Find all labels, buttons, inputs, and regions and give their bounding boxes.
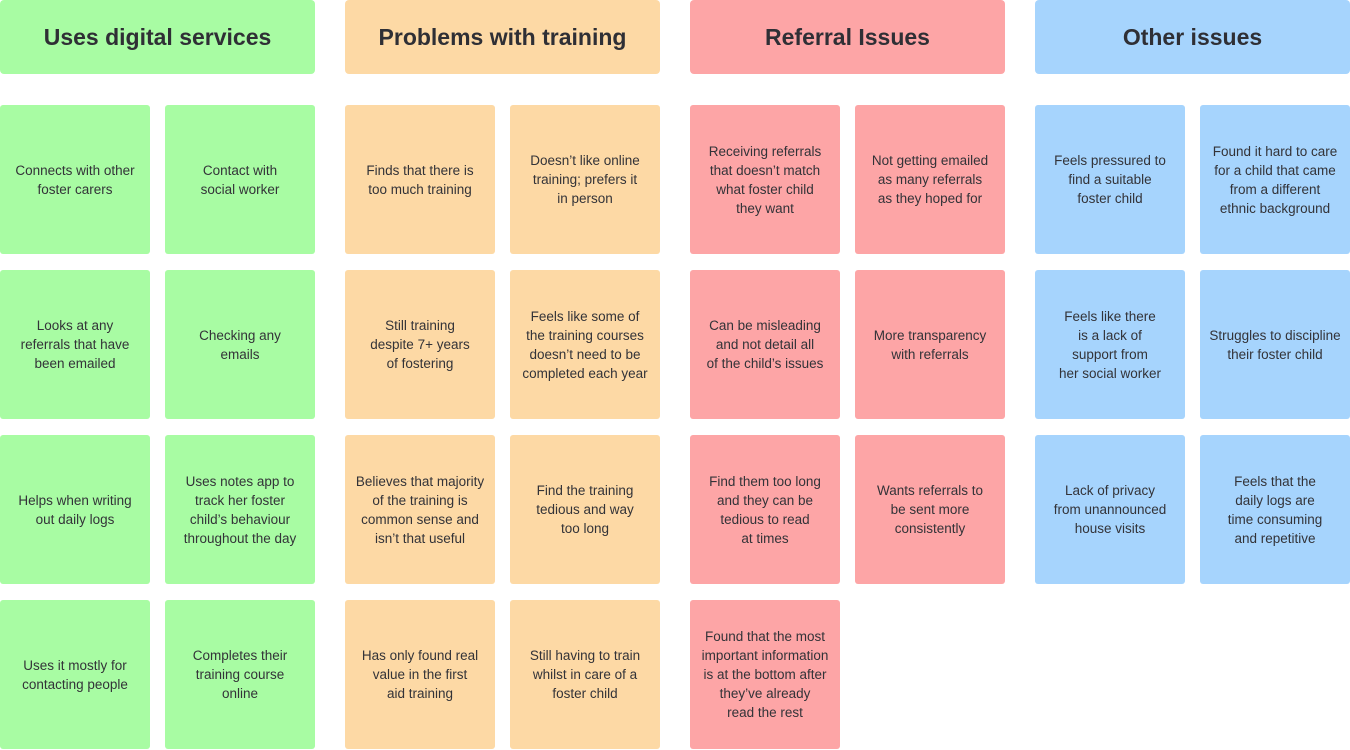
sticky-note[interactable]: Find them too long and they can be tedio… bbox=[690, 435, 840, 584]
sticky-note[interactable]: Feels like some of the training courses … bbox=[510, 270, 660, 419]
sticky-note[interactable]: Connects with other foster carers bbox=[0, 105, 150, 254]
sticky-note[interactable]: More transparency with referrals bbox=[855, 270, 1005, 419]
sticky-note[interactable]: Completes their training course online bbox=[165, 600, 315, 749]
sticky-note[interactable]: Uses it mostly for contacting people bbox=[0, 600, 150, 749]
sticky-note[interactable]: Checking any emails bbox=[165, 270, 315, 419]
sticky-note[interactable]: Struggles to discipline their foster chi… bbox=[1200, 270, 1350, 419]
sticky-note[interactable]: Looks at any referrals that have been em… bbox=[0, 270, 150, 419]
column-header[interactable]: Other issues bbox=[1035, 0, 1350, 74]
sticky-note[interactable]: Find the training tedious and way too lo… bbox=[510, 435, 660, 584]
sticky-note[interactable]: Found that the most important informatio… bbox=[690, 600, 840, 749]
sticky-note[interactable]: Feels that the daily logs are time consu… bbox=[1200, 435, 1350, 584]
sticky-note[interactable]: Still having to train whilst in care of … bbox=[510, 600, 660, 749]
sticky-note[interactable]: Feels like there is a lack of support fr… bbox=[1035, 270, 1185, 419]
sticky-note[interactable]: Can be misleading and not detail all of … bbox=[690, 270, 840, 419]
sticky-note[interactable]: Contact with social worker bbox=[165, 105, 315, 254]
sticky-note[interactable]: Still training despite 7+ years of foste… bbox=[345, 270, 495, 419]
sticky-note[interactable]: Uses notes app to track her foster child… bbox=[165, 435, 315, 584]
sticky-note[interactable]: Not getting emailed as many referrals as… bbox=[855, 105, 1005, 254]
sticky-note[interactable]: Receiving referrals that doesn’t match w… bbox=[690, 105, 840, 254]
column-header[interactable]: Uses digital services bbox=[0, 0, 315, 74]
sticky-note[interactable]: Wants referrals to be sent more consiste… bbox=[855, 435, 1005, 584]
sticky-note[interactable]: Doesn’t like online training; prefers it… bbox=[510, 105, 660, 254]
column-header[interactable]: Referral Issues bbox=[690, 0, 1005, 74]
sticky-note[interactable]: Feels pressured to find a suitable foste… bbox=[1035, 105, 1185, 254]
sticky-note[interactable]: Found it hard to care for a child that c… bbox=[1200, 105, 1350, 254]
sticky-note[interactable]: Helps when writing out daily logs bbox=[0, 435, 150, 584]
sticky-note[interactable]: Lack of privacy from unannounced house v… bbox=[1035, 435, 1185, 584]
column-header[interactable]: Problems with training bbox=[345, 0, 660, 74]
sticky-note[interactable]: Has only found real value in the first a… bbox=[345, 600, 495, 749]
sticky-note[interactable]: Believes that majority of the training i… bbox=[345, 435, 495, 584]
sticky-note[interactable]: Finds that there is too much training bbox=[345, 105, 495, 254]
